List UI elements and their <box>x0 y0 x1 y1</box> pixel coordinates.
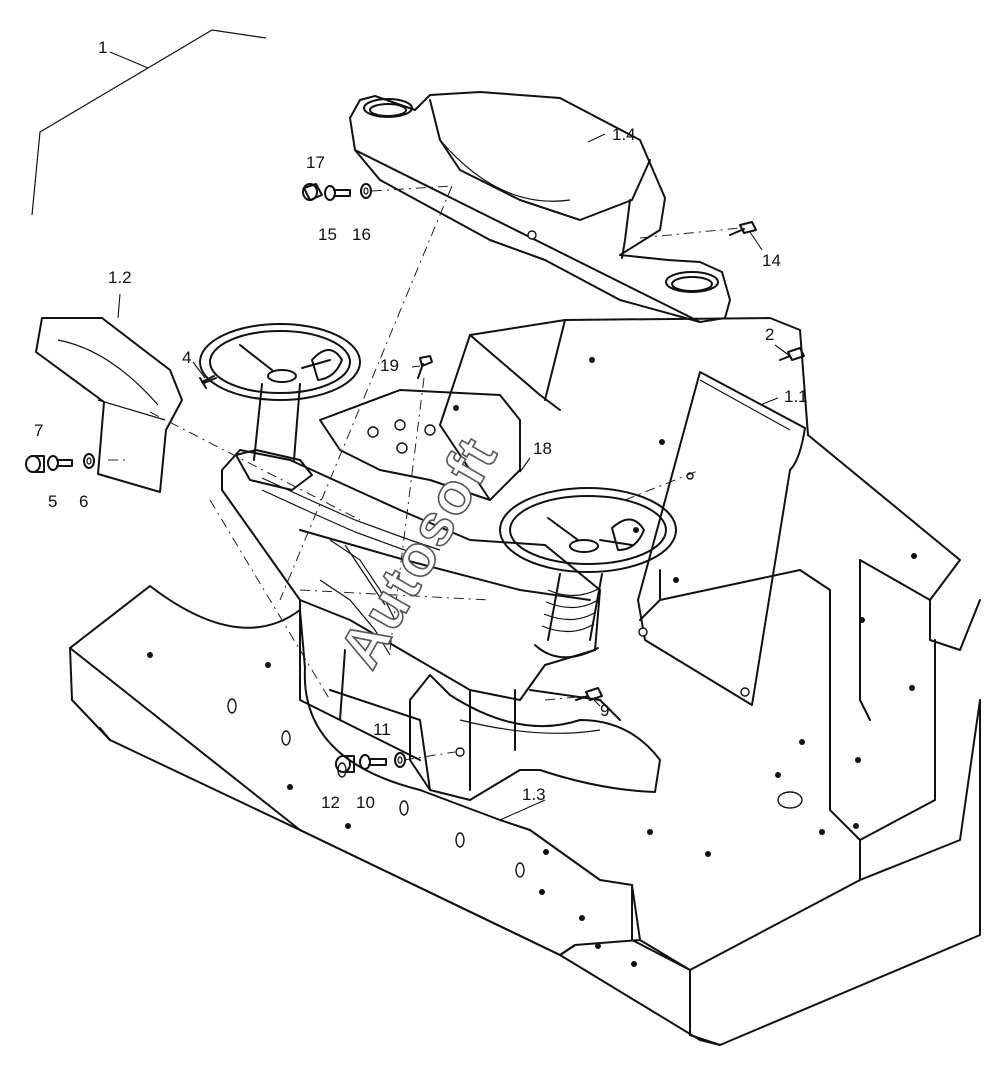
leader-lines <box>117 133 791 821</box>
label-4: 4 <box>182 348 191 367</box>
label-1-3: 1.3 <box>522 785 546 804</box>
label-1-2: 1.2 <box>108 268 132 287</box>
assembly-1-bracket <box>31 29 267 216</box>
steering-wheel-front <box>499 487 677 659</box>
right-pod <box>409 674 661 801</box>
label-19: 19 <box>380 356 399 375</box>
watermark-text: Autosoft <box>327 426 510 679</box>
label-16: 16 <box>352 225 371 244</box>
label-5: 5 <box>48 492 57 511</box>
part-labels: 1 1.4 17 15 16 14 1.2 2 4 19 1.1 7 18 5 … <box>34 38 808 812</box>
label-10: 10 <box>356 793 375 812</box>
instrument-hood-1-4 <box>349 91 731 323</box>
label-2: 2 <box>765 325 774 344</box>
base-panel-1-3 <box>69 317 981 1046</box>
label-7: 7 <box>34 421 43 440</box>
left-pod-1-2 <box>35 317 183 493</box>
label-1-1: 1.1 <box>784 387 808 406</box>
label-1: 1 <box>98 38 107 57</box>
label-14: 14 <box>762 251 781 270</box>
label-17: 17 <box>306 153 325 172</box>
label-15: 15 <box>318 225 337 244</box>
assembly-axes <box>108 185 741 761</box>
side-cover-1-1 <box>637 371 806 706</box>
label-11: 11 <box>373 720 391 739</box>
label-12: 12 <box>321 793 340 812</box>
steering-wheel-rear <box>199 323 361 491</box>
label-9: 9 <box>600 701 609 720</box>
label-18: 18 <box>533 439 552 458</box>
label-1-4: 1.4 <box>612 125 636 144</box>
label-6: 6 <box>79 492 88 511</box>
